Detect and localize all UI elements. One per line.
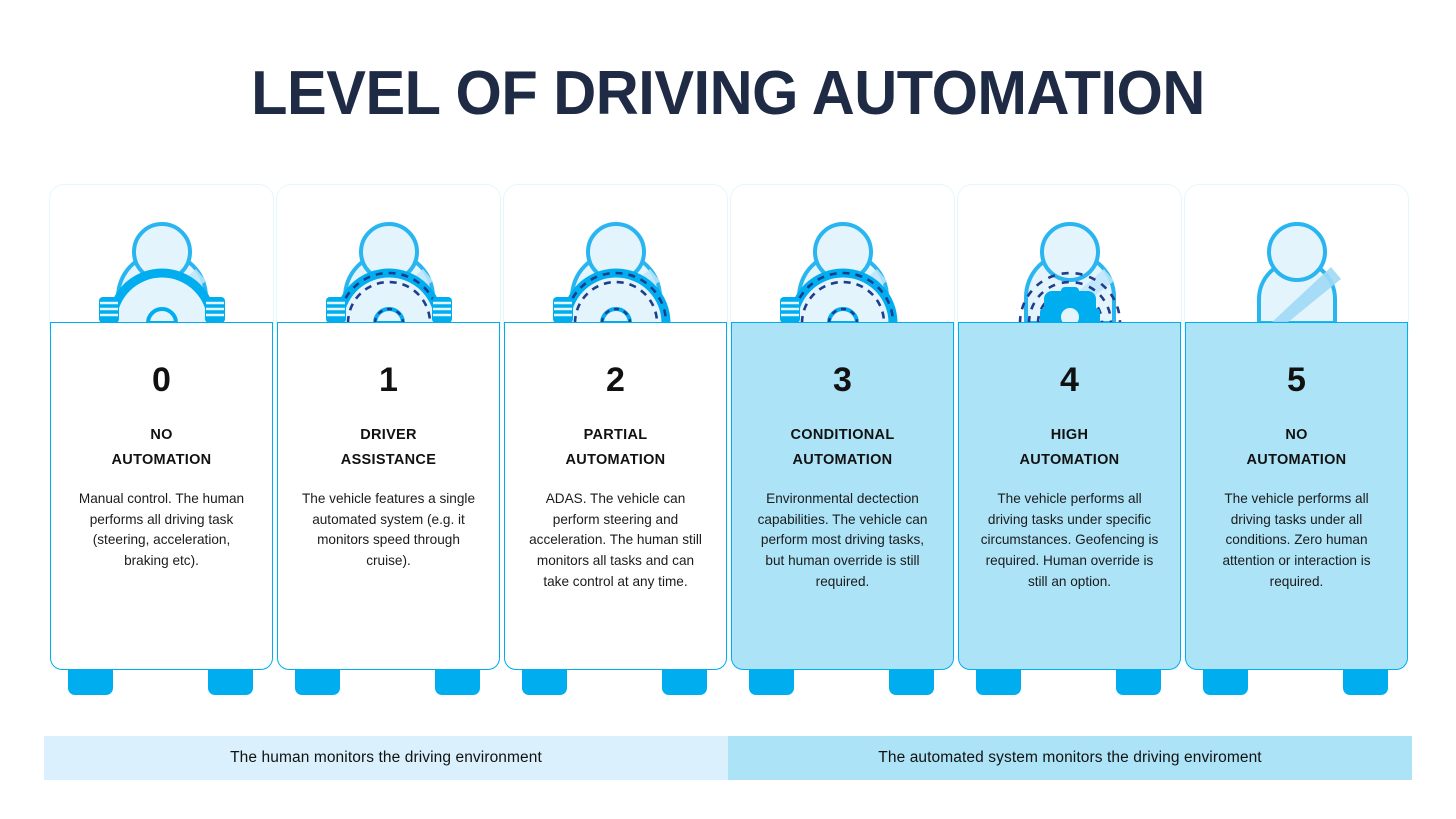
card-text-panel: 3 CONDITIONAL AUTOMATION Environmental d… — [731, 322, 954, 670]
automation-level-card-5[interactable]: 5 NO AUTOMATION The vehicle performs all… — [1183, 185, 1410, 695]
card-level-number: 2 — [606, 361, 625, 399]
driver-gear-dashed-wheel-icon — [956, 219, 1183, 331]
driver-two-hands-dashed-wheel-icon — [275, 219, 502, 331]
card-text-panel: 1 DRIVER ASSISTANCE The vehicle features… — [277, 322, 500, 670]
card-level-description: The vehicle performs all driving tasks u… — [980, 490, 1159, 590]
card-level-description: The vehicle performs all driving tasks u… — [1222, 490, 1371, 590]
legend-automated-monitors: The automated system monitors the drivin… — [728, 736, 1412, 780]
card-feet — [956, 668, 1183, 695]
card-feet — [48, 668, 275, 695]
card-foot-left — [976, 668, 1021, 695]
card-level-heading: CONDITIONAL AUTOMATION — [790, 427, 895, 468]
card-feet — [1183, 668, 1410, 695]
card-foot-right — [1343, 668, 1388, 695]
card-text-panel: 2 PARTIAL AUTOMATION ADAS. The vehicle c… — [504, 322, 727, 670]
card-level-heading: NO AUTOMATION — [1246, 427, 1347, 468]
card-foot-left — [1203, 668, 1248, 695]
card-level-description: Manual control. The human performs all d… — [78, 490, 245, 569]
card-text-panel: 0 NO AUTOMATION Manual control. The huma… — [50, 322, 273, 670]
card-foot-right — [889, 668, 934, 695]
card-foot-right — [435, 668, 480, 695]
automation-level-card-4[interactable]: 4 HIGH AUTOMATION The vehicle performs a… — [956, 185, 1183, 695]
automation-level-card-0[interactable]: 0 NO AUTOMATION Manual control. The huma… — [48, 185, 275, 695]
passenger-seatbelt-icon — [1183, 219, 1410, 331]
card-level-number: 5 — [1287, 361, 1306, 399]
card-foot-left — [749, 668, 794, 695]
card-foot-left — [295, 668, 340, 695]
card-level-number: 0 — [152, 361, 171, 399]
card-level-description: Environmental dectection capabilities. T… — [757, 490, 928, 590]
card-foot-left — [522, 668, 567, 695]
card-level-heading: HIGH AUTOMATION — [1019, 427, 1120, 468]
automation-level-card-2[interactable]: 2 PARTIAL AUTOMATION ADAS. The vehicle c… — [502, 185, 729, 695]
driver-one-hand-dashed-wheel-icon — [729, 219, 956, 331]
card-feet — [502, 668, 729, 695]
card-feet — [275, 668, 502, 695]
card-level-number: 4 — [1060, 361, 1079, 399]
automation-levels-row: 0 NO AUTOMATION Manual control. The huma… — [48, 185, 1408, 695]
card-foot-right — [1116, 668, 1161, 695]
page-title: LEVEL OF DRIVING AUTOMATION — [251, 59, 1205, 128]
card-level-number: 1 — [379, 361, 398, 399]
card-foot-right — [208, 668, 253, 695]
card-text-panel: 5 NO AUTOMATION The vehicle performs all… — [1185, 322, 1408, 670]
monitoring-legend: The human monitors the driving environme… — [44, 736, 1412, 780]
card-level-description: ADAS. The vehicle can perform steering a… — [529, 490, 702, 590]
card-level-heading: DRIVER ASSISTANCE — [340, 427, 437, 468]
card-level-heading: NO AUTOMATION — [111, 427, 212, 468]
legend-human-monitors: The human monitors the driving environme… — [44, 736, 728, 780]
card-foot-left — [68, 668, 113, 695]
driver-one-hand-dashed-wheel-icon — [502, 219, 729, 331]
card-level-description: The vehicle features a single automated … — [301, 490, 476, 569]
automation-level-card-3[interactable]: 3 CONDITIONAL AUTOMATION Environmental d… — [729, 185, 956, 695]
automation-level-card-1[interactable]: 1 DRIVER ASSISTANCE The vehicle features… — [275, 185, 502, 695]
card-level-number: 3 — [833, 361, 852, 399]
driver-two-hands-wheel-icon — [48, 219, 275, 331]
card-foot-right — [662, 668, 707, 695]
card-level-heading: PARTIAL AUTOMATION — [565, 427, 666, 468]
card-text-panel: 4 HIGH AUTOMATION The vehicle performs a… — [958, 322, 1181, 670]
card-feet — [729, 668, 956, 695]
